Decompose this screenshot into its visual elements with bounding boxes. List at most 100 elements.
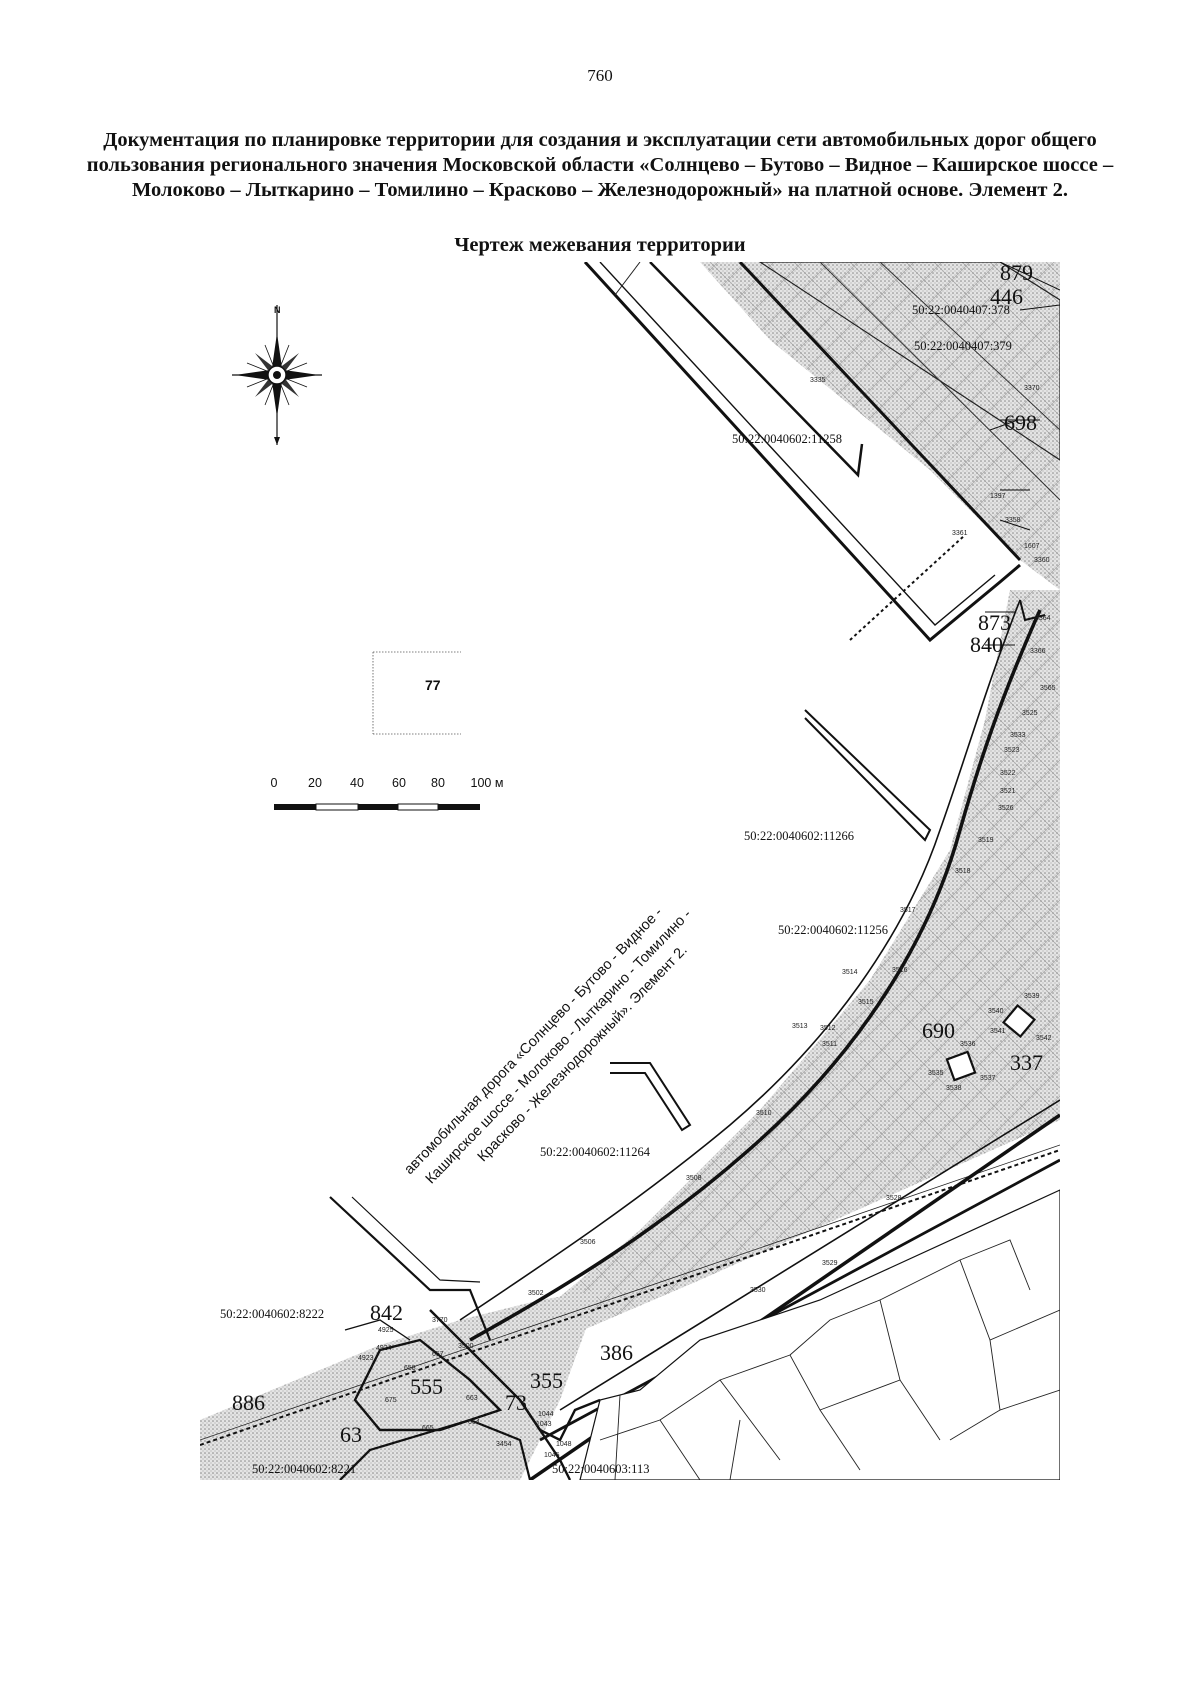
point-number: 3514 — [842, 969, 858, 976]
point-number: 3513 — [792, 1023, 808, 1030]
point-number: 3526 — [998, 805, 1014, 812]
cadastral-379: 50:22:0040407:379 — [914, 339, 1012, 353]
point-number: 3535 — [928, 1070, 944, 1077]
point-number: 1607 — [1024, 543, 1040, 550]
point-number: 3506 — [580, 1239, 596, 1246]
point-number: 3519 — [978, 837, 994, 844]
compass-north-label: N — [274, 305, 281, 315]
point-number: 1048 — [556, 1441, 572, 1448]
point-number: 1043 — [536, 1421, 552, 1428]
parcel-square-337 — [1001, 1003, 1037, 1039]
scale-tick-20: 20 — [308, 776, 322, 790]
spur-11264 — [610, 1062, 692, 1132]
quarter-698: 698 — [1004, 410, 1037, 435]
point-number: 3536 — [960, 1041, 976, 1048]
point-number: 1044 — [538, 1411, 554, 1418]
scale-tick-100: 100 м — [471, 776, 504, 790]
quarter-355: 355 — [530, 1368, 563, 1393]
point-number: 3521 — [1000, 788, 1016, 795]
point-number: 3522 — [1000, 770, 1016, 777]
document-title: Документация по планировке территории дл… — [86, 129, 1114, 201]
point-number: 3528 — [886, 1195, 902, 1202]
road-boundary-outer — [469, 609, 1042, 1342]
point-number: 675 — [385, 1397, 397, 1404]
cadastral-8222: 50:22:0040602:8222 — [220, 1307, 324, 1321]
road-label-line-1: автомобильная дорога «Солнцево - Бутово … — [401, 905, 666, 1178]
point-number: 3539 — [1024, 993, 1040, 1000]
point-number: 3364 — [1035, 615, 1051, 622]
block-77: 77 — [372, 651, 461, 735]
point-number: 664 — [468, 1419, 480, 1426]
quarter-873: 873 — [978, 610, 1011, 635]
left-diagonal-boundary — [329, 1196, 492, 1341]
point-number: 3523 — [1004, 747, 1020, 754]
point-number: 3360 — [1034, 557, 1050, 564]
quarter-879: 879 — [1000, 260, 1033, 285]
quarter-842: 842 — [370, 1300, 403, 1325]
map-body — [200, 262, 1060, 1480]
point-number: 3530 — [750, 1287, 766, 1294]
point-number: 3541 — [990, 1028, 1006, 1035]
road-label: автомобильная дорога «Солнцево - Бутово … — [401, 905, 694, 1188]
point-number: 3510 — [756, 1110, 772, 1117]
cadastral-603-113: 50:22:0040603:113 — [552, 1462, 649, 1476]
point-number: 3538 — [946, 1085, 962, 1092]
point-number: 4925 — [378, 1327, 394, 1334]
point-number: 3542 — [1036, 1035, 1052, 1042]
point-number: 3518 — [955, 868, 971, 875]
point-number: 3533 — [1010, 732, 1026, 739]
quarter-73: 73 — [505, 1390, 527, 1415]
cadastral-8221: 50:22:0040602:8221 — [252, 1462, 356, 1476]
cadastral-378: 50:22:0040407:378 — [912, 303, 1010, 317]
scale-tick-60: 60 — [392, 776, 406, 790]
point-number: 3366 — [1030, 648, 1046, 655]
point-number: 3508 — [686, 1175, 702, 1182]
parcel-square-690 — [945, 1050, 977, 1082]
block-77-label: 77 — [425, 677, 441, 693]
point-number: 3565 — [1040, 685, 1056, 692]
boundary-north-corridor — [583, 262, 1021, 643]
road-boundary-inner — [459, 599, 1021, 1321]
point-number: 3358 — [1005, 517, 1021, 524]
point-number: 3515 — [858, 999, 874, 1006]
quarter-555: 555 — [410, 1374, 443, 1399]
document-subtitle: Чертеж межевания территории — [454, 234, 746, 256]
point-number: 4923 — [358, 1355, 374, 1362]
point-number: 3370 — [1024, 385, 1040, 392]
scale-tick-80: 80 — [431, 776, 445, 790]
parcel-band-ne — [758, 262, 1060, 461]
point-number: 3537 — [980, 1075, 996, 1082]
spur-11266 — [804, 709, 932, 842]
point-number: 3516 — [892, 967, 908, 974]
compass-rose-icon: N — [232, 305, 322, 445]
road-label-line-3: Красково - Железнодорожный». Элемент 2. — [475, 942, 691, 1165]
quarter-446: 446 — [990, 284, 1023, 309]
point-number: 3454 — [496, 1441, 512, 1448]
quarter-386: 386 — [600, 1340, 633, 1365]
quarter-690: 690 — [922, 1018, 955, 1043]
point-number: 3525 — [1022, 710, 1038, 717]
point-number: 3500 — [458, 1343, 474, 1350]
point-numbers: 3335 3370 1397 3361 3358 1607 3360 3364 … — [358, 377, 1056, 1459]
point-number: 665 — [422, 1425, 434, 1432]
cadastral-11266: 50:22:0040602:11266 — [744, 829, 854, 843]
point-number: 1397 — [990, 493, 1006, 500]
quarter-63: 63 — [340, 1422, 362, 1447]
page-number: 760 — [587, 66, 613, 85]
dotted-railway — [200, 1149, 1060, 1446]
point-number: 3511 — [822, 1041, 837, 1048]
quarter-886: 886 — [232, 1390, 265, 1415]
dotted-line-north — [849, 534, 966, 641]
point-number: 658 — [404, 1365, 416, 1372]
point-number: 3512 — [820, 1025, 836, 1032]
point-number: 3335 — [810, 377, 826, 384]
parcel-outline-555 — [353, 1338, 503, 1432]
point-number: 663 — [466, 1395, 478, 1402]
scale-tick-0: 0 — [271, 776, 278, 790]
scale-bar: 0 20 40 60 80 100 м — [271, 776, 504, 811]
point-number: 3502 — [528, 1290, 544, 1297]
point-number: 1045 — [544, 1452, 560, 1459]
point-number: 3517 — [900, 907, 916, 914]
cadastral-11256: 50:22:0040602:11256 — [778, 923, 888, 937]
